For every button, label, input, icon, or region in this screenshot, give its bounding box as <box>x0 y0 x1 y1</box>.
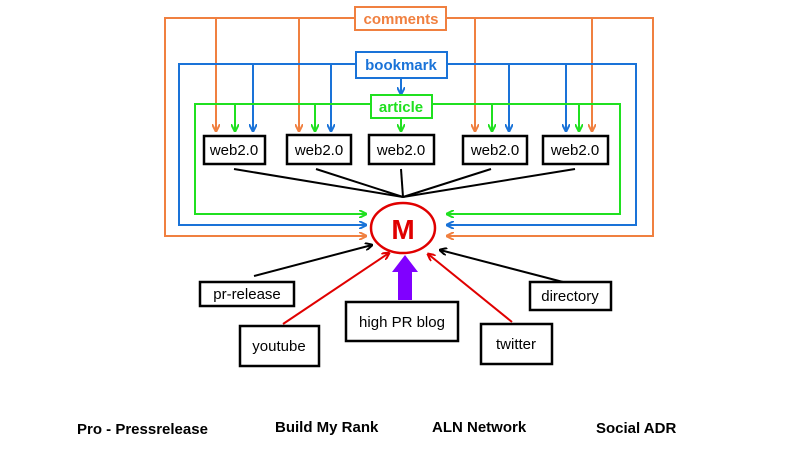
article-label: article <box>370 94 433 119</box>
svg-text:web2.0: web2.0 <box>550 142 599 159</box>
directory-node: directory <box>528 280 613 312</box>
twitter-link <box>428 254 513 323</box>
svg-text:article: article <box>379 99 423 116</box>
youtube-link <box>282 253 389 325</box>
svg-text:directory: directory <box>541 288 599 305</box>
web20-node-2: web2.0 <box>285 133 353 166</box>
bookmark-label: bookmark <box>355 51 448 79</box>
footer-label-aln-network: ALN Network <box>432 419 527 436</box>
web20-node-4: web2.0 <box>461 134 529 166</box>
footer-label-pro-pressrelease: Pro - Pressrelease <box>77 421 208 438</box>
article-links <box>194 103 621 214</box>
high-pr-blog-node: high PR blog <box>344 300 460 343</box>
web20-node-5: web2.0 <box>541 134 610 166</box>
money-site-node: M <box>369 201 437 255</box>
svg-text:youtube: youtube <box>252 338 305 355</box>
bookmark-links <box>178 63 637 225</box>
web20-to-money-links <box>233 168 576 198</box>
svg-text:web2.0: web2.0 <box>294 142 343 159</box>
directory-link <box>440 250 564 283</box>
pr-release-link <box>253 245 372 277</box>
svg-text:web2.0: web2.0 <box>376 142 425 159</box>
footer-label-social-adr: Social ADR <box>596 420 676 437</box>
svg-text:pr-release: pr-release <box>213 286 281 303</box>
high-pr-blog-arrow <box>392 255 418 300</box>
comments-links <box>164 17 654 236</box>
svg-text:comments: comments <box>363 11 438 28</box>
svg-text:high PR blog: high PR blog <box>359 314 445 331</box>
svg-text:bookmark: bookmark <box>365 57 437 74</box>
web20-node-3: web2.0 <box>367 133 436 166</box>
comments-label: comments <box>354 6 447 31</box>
footer-labels: Pro - Pressrelease Build My Rank ALN Net… <box>77 419 676 438</box>
svg-text:M: M <box>391 214 414 245</box>
web20-node-1: web2.0 <box>202 134 267 166</box>
pr-release-node: pr-release <box>198 280 296 308</box>
twitter-node: twitter <box>479 322 554 366</box>
svg-text:twitter: twitter <box>496 336 536 353</box>
youtube-node: youtube <box>238 324 321 368</box>
svg-text:web2.0: web2.0 <box>470 142 519 159</box>
svg-text:web2.0: web2.0 <box>209 142 258 159</box>
footer-label-build-my-rank: Build My Rank <box>275 419 379 436</box>
